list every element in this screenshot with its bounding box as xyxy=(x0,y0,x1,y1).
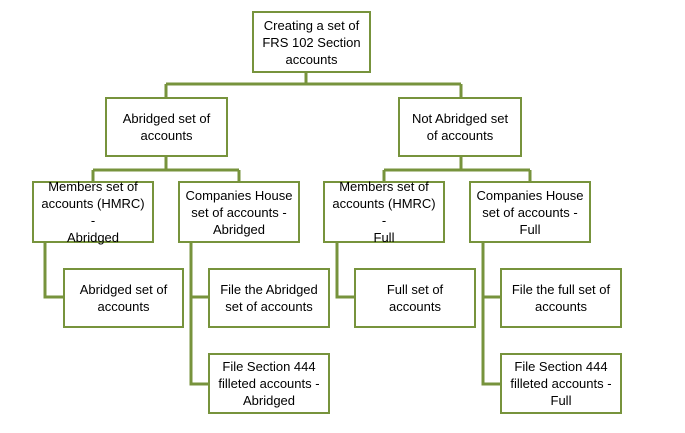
connector-to-file-full xyxy=(481,243,500,299)
node-ch-full: Companies House set of accounts - Full xyxy=(469,181,591,243)
connector-to-file-444-full xyxy=(481,297,500,386)
connector-to-abridged-set xyxy=(43,243,63,299)
node-file-444-abridged: File Section 444 filleted accounts - Abr… xyxy=(208,353,330,414)
node-members-abridged: Members set of accounts (HMRC) - Abridge… xyxy=(32,179,154,245)
node-abridged-set: Abridged set of accounts xyxy=(63,268,184,328)
node-not-abridged: Not Abridged set of accounts xyxy=(398,97,522,157)
node-file-444-full: File Section 444 filleted accounts - Ful… xyxy=(500,353,622,414)
connector-to-full-set xyxy=(335,243,354,299)
node-file-abridged: File the Abridged set of accounts xyxy=(208,268,330,328)
node-members-full: Members set of accounts (HMRC) - Full xyxy=(323,179,445,245)
node-root: Creating a set of FRS 102 Section accoun… xyxy=(252,11,371,73)
node-full-set: Full set of accounts xyxy=(354,268,476,328)
connector-to-file-444-abridged xyxy=(189,297,208,386)
node-abridged: Abridged set of accounts xyxy=(105,97,228,157)
node-ch-abridged: Companies House set of accounts - Abridg… xyxy=(178,181,300,243)
node-file-full: File the full set of accounts xyxy=(500,268,622,328)
connector-to-file-abridged xyxy=(189,243,208,299)
